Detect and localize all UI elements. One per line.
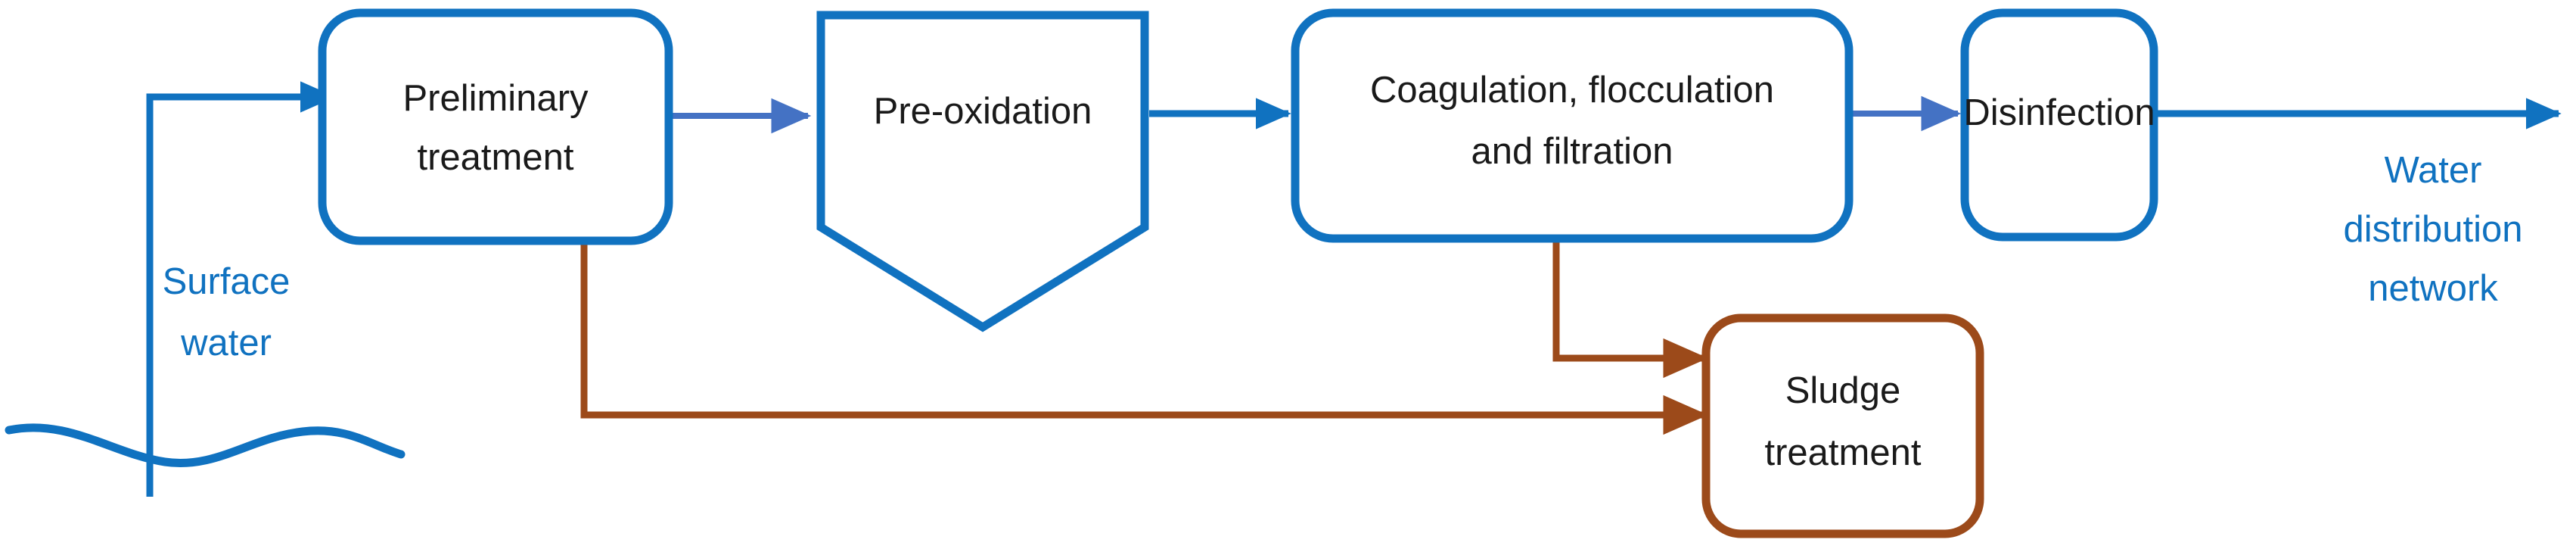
coagulation-label-line2: and filtration bbox=[1471, 131, 1673, 172]
sludge-treatment-shape bbox=[1701, 313, 1984, 538]
preliminary-treatment-label-line2: treatment bbox=[418, 137, 574, 178]
surface-water-line2: water bbox=[180, 323, 272, 363]
surface-water-line1: Surface bbox=[163, 261, 291, 302]
water-distribution-network-line1: Water bbox=[2385, 150, 2482, 191]
preliminary-treatment-shape bbox=[318, 8, 673, 245]
node-pre-oxidation[interactable]: Pre-oxidation bbox=[816, 11, 1149, 332]
connector-preliminary-to-sludge bbox=[580, 241, 1708, 435]
connector-intake-to-preliminary bbox=[146, 81, 336, 497]
sludge-treatment-label-line1: Sludge bbox=[1785, 370, 1901, 411]
node-preliminary-treatment[interactable]: Preliminary treatment bbox=[318, 8, 673, 245]
node-sludge-treatment[interactable]: Sludge treatment bbox=[1701, 313, 1984, 538]
sludge-treatment-label-line2: treatment bbox=[1765, 432, 1922, 473]
pre-oxidation-shape bbox=[816, 11, 1149, 332]
node-coagulation-flocculation-filtration[interactable]: Coagulation, flocculation and filtration bbox=[1291, 8, 1854, 243]
label-water-distribution-network: Water distribution network bbox=[2344, 150, 2523, 309]
connector-coagulation-to-sludge bbox=[1552, 239, 1708, 379]
disinfection-label: Disinfection bbox=[1963, 92, 2155, 133]
water-surface-wave-icon bbox=[5, 423, 406, 467]
coagulation-label-line1: Coagulation, flocculation bbox=[1370, 70, 1774, 111]
label-surface-water: Surface water bbox=[163, 261, 291, 363]
node-disinfection[interactable]: Disinfection bbox=[1960, 8, 2158, 242]
coagulation-shape bbox=[1291, 8, 1854, 243]
disinfection-shape bbox=[1960, 8, 2158, 242]
water-distribution-network-line2: distribution bbox=[2344, 209, 2523, 250]
pre-oxidation-label: Pre-oxidation bbox=[874, 91, 1092, 132]
preliminary-treatment-label-line1: Preliminary bbox=[402, 78, 589, 119]
water-distribution-network-line3: network bbox=[2368, 268, 2498, 309]
